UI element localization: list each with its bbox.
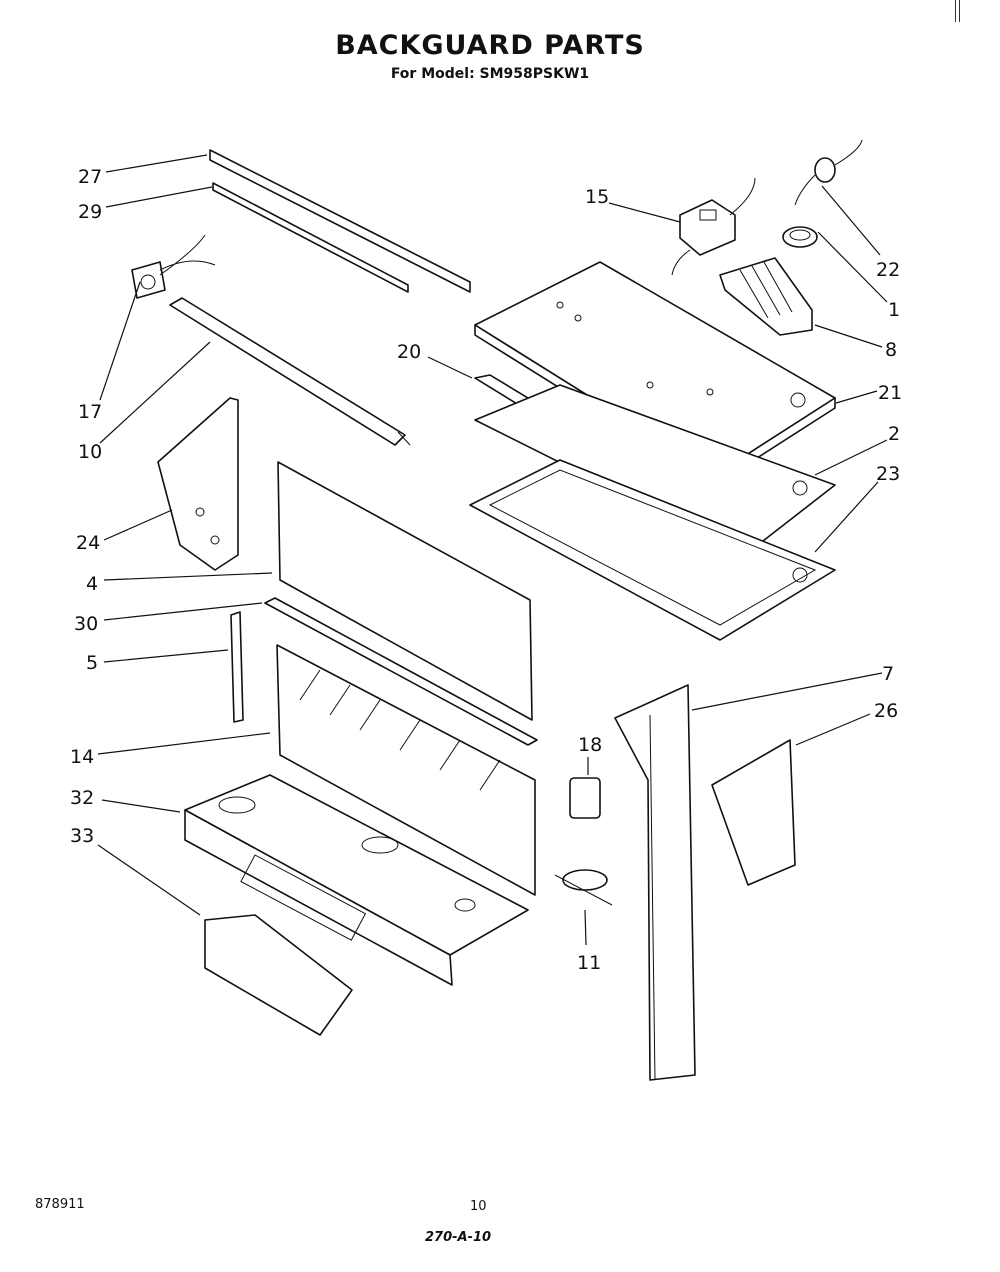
callout-20: 20 <box>397 341 421 363</box>
callout-8: 8 <box>885 339 897 361</box>
part-5-channel <box>230 611 244 723</box>
callout-30: 30 <box>74 613 98 635</box>
callout-5: 5 <box>86 652 98 674</box>
callout-22: 22 <box>876 259 900 281</box>
part-11-clamp <box>554 869 613 906</box>
callout-33: 33 <box>70 825 94 847</box>
handwritten-reference: 270-A-10 <box>425 1230 492 1245</box>
callout-27: 27 <box>78 166 102 188</box>
callout-32: 32 <box>70 787 94 809</box>
part-17-starter <box>131 234 216 299</box>
callout-7: 7 <box>882 663 894 685</box>
part-29-bracket <box>212 182 409 293</box>
callout-17: 17 <box>78 401 102 423</box>
callout-15: 15 <box>585 186 609 208</box>
model-subtitle: For Model: SM958PSKW1 <box>390 66 590 82</box>
callout-14: 14 <box>70 746 94 768</box>
document-number: 878911 <box>35 1197 85 1212</box>
callout-26: 26 <box>874 700 898 722</box>
part-18-capacitor <box>569 777 601 819</box>
callout-18: 18 <box>578 734 602 756</box>
leader-lines <box>97 154 888 946</box>
part-32-lamp-housing <box>184 774 529 986</box>
callout-24: 24 <box>76 532 100 554</box>
scan-edge-mark <box>955 0 960 22</box>
callout-21: 21 <box>878 382 902 404</box>
page-number: 10 <box>470 1199 487 1214</box>
part-30-strip <box>264 597 538 746</box>
part-26-end-cap <box>711 739 796 886</box>
part-14-glass <box>276 644 536 896</box>
callout-11: 11 <box>577 952 601 974</box>
part-27-trim-strip <box>209 149 471 293</box>
part-10-fluorescent-tube <box>169 297 411 446</box>
callout-10: 10 <box>78 441 102 463</box>
part-1-socket <box>782 226 818 248</box>
part-33-cover <box>204 914 353 1036</box>
callout-23: 23 <box>876 463 900 485</box>
part-8-terminal-block <box>719 257 813 336</box>
callout-1: 1 <box>888 299 900 321</box>
part-22-lamp <box>794 139 863 206</box>
callout-2: 2 <box>888 423 900 445</box>
part-15-switch <box>671 177 756 276</box>
page-title: BACKGUARD PARTS <box>335 30 645 61</box>
part-23-panel-frame <box>469 459 836 641</box>
part-7-side-trim <box>614 684 696 1081</box>
callout-4: 4 <box>86 573 98 595</box>
part-24-end-bracket <box>157 397 239 571</box>
part-4-back-panel <box>277 461 533 721</box>
callout-29: 29 <box>78 201 102 223</box>
